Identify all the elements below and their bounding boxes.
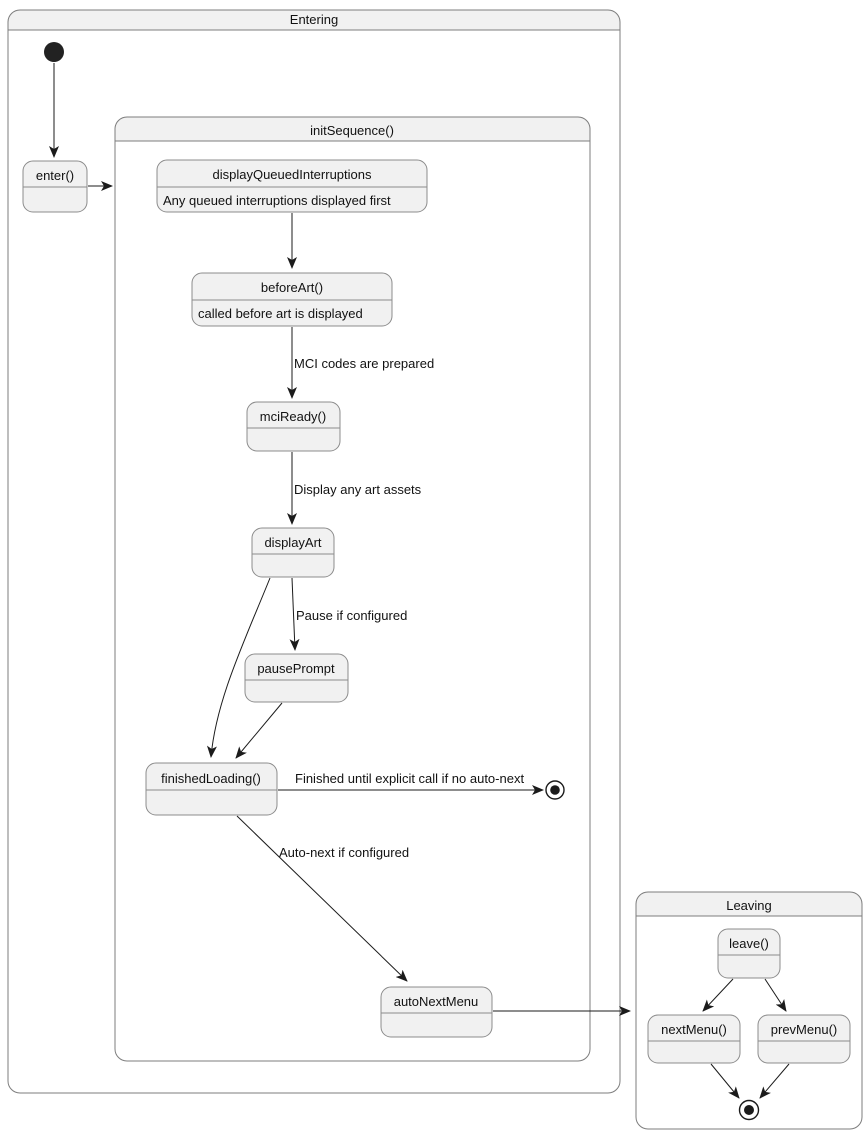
state-before-art-label: beforeArt(): [261, 280, 323, 295]
state-prev-menu: prevMenu(): [757, 1014, 851, 1064]
state-display-queued-interruptions-label: displayQueuedInterruptions: [213, 167, 372, 182]
state-auto-next-menu: autoNextMenu: [380, 986, 493, 1038]
final-state-init-sequence: [545, 780, 565, 800]
edges: [49, 63, 790, 1099]
edge-leave-to-prevmenu: [764, 978, 787, 1012]
state-auto-next-menu-box: [380, 986, 493, 1038]
initial-state-dot: [44, 42, 64, 62]
container-init-sequence-header: [115, 117, 590, 141]
state-prev-menu-label: prevMenu(): [771, 1022, 837, 1037]
state-finished-loading-label: finishedLoading(): [161, 771, 261, 786]
final-state-leaving: [738, 1099, 760, 1121]
state-pause-prompt-label: pausePrompt: [257, 661, 335, 676]
edge-displayart-to-pauseprompt: [289, 577, 300, 651]
edge-displayart-to-finishedloading: [206, 577, 271, 758]
final-state-init-sequence-dot: [550, 785, 560, 795]
state-display-queued-interruptions-note: Any queued interruptions displayed first: [163, 193, 391, 208]
state-leave-box: [717, 928, 781, 979]
container-init-sequence-border: [114, 116, 591, 1062]
container-entering-border: [7, 9, 621, 1094]
container-entering-title: Entering: [290, 12, 338, 27]
state-next-menu: nextMenu(): [647, 1014, 741, 1064]
state-prev-menu-box: [757, 1014, 851, 1064]
state-display-art-box: [251, 527, 335, 578]
state-enter: enter(): [22, 160, 88, 213]
final-state-leaving-dot: [744, 1105, 754, 1115]
container-leaving-border: [635, 891, 863, 1130]
state-next-menu-box: [647, 1014, 741, 1064]
state-pause-prompt: pausePrompt: [244, 653, 349, 703]
state-before-art: beforeArt() called before art is display…: [191, 272, 393, 327]
container-leaving: Leaving: [635, 891, 863, 1130]
edge-label-autonext-configured: Auto-next if configured: [279, 845, 409, 860]
edge-label-mci-prepared: MCI codes are prepared: [294, 356, 434, 371]
state-display-art-label: displayArt: [264, 535, 321, 550]
state-display-art: displayArt: [251, 527, 335, 578]
state-mci-ready-box: [246, 401, 341, 452]
state-next-menu-label: nextMenu(): [661, 1022, 727, 1037]
state-finished-loading-box: [145, 762, 278, 816]
state-mci-ready: mciReady(): [246, 401, 341, 452]
state-enter-label: enter(): [36, 168, 74, 183]
container-init-sequence: initSequence(): [114, 116, 591, 1062]
state-before-art-note: called before art is displayed: [198, 306, 363, 321]
state-leave: leave(): [717, 928, 781, 979]
container-leaving-header: [636, 892, 862, 916]
edge-label-display-assets: Display any art assets: [294, 482, 422, 497]
container-entering: Entering: [7, 9, 621, 1094]
state-auto-next-menu-label: autoNextMenu: [394, 994, 479, 1009]
edge-prevmenu-to-final: [759, 1063, 790, 1099]
container-leaving-title: Leaving: [726, 898, 772, 913]
edge-label-pause-configured: Pause if configured: [296, 608, 407, 623]
edge-labels: MCI codes are prepared Display any art a…: [279, 356, 524, 860]
edge-label-finished-no-autonext: Finished until explicit call if no auto-…: [295, 771, 524, 786]
edge-finishedloading-to-autonextmenu: [236, 815, 408, 982]
container-entering-header: [8, 10, 620, 30]
edge-nextmenu-to-final: [710, 1063, 740, 1099]
state-pause-prompt-box: [244, 653, 349, 703]
state-display-queued-interruptions: displayQueuedInterruptions Any queued in…: [156, 159, 428, 213]
edge-leave-to-nextmenu: [702, 978, 734, 1012]
state-display-queued-interruptions-box: [156, 159, 428, 213]
state-mci-ready-label: mciReady(): [260, 409, 326, 424]
edge-pauseprompt-to-finishedloading: [235, 702, 283, 759]
container-init-sequence-title: initSequence(): [310, 123, 394, 138]
state-leave-label: leave(): [729, 936, 769, 951]
state-finished-loading: finishedLoading(): [145, 762, 278, 816]
